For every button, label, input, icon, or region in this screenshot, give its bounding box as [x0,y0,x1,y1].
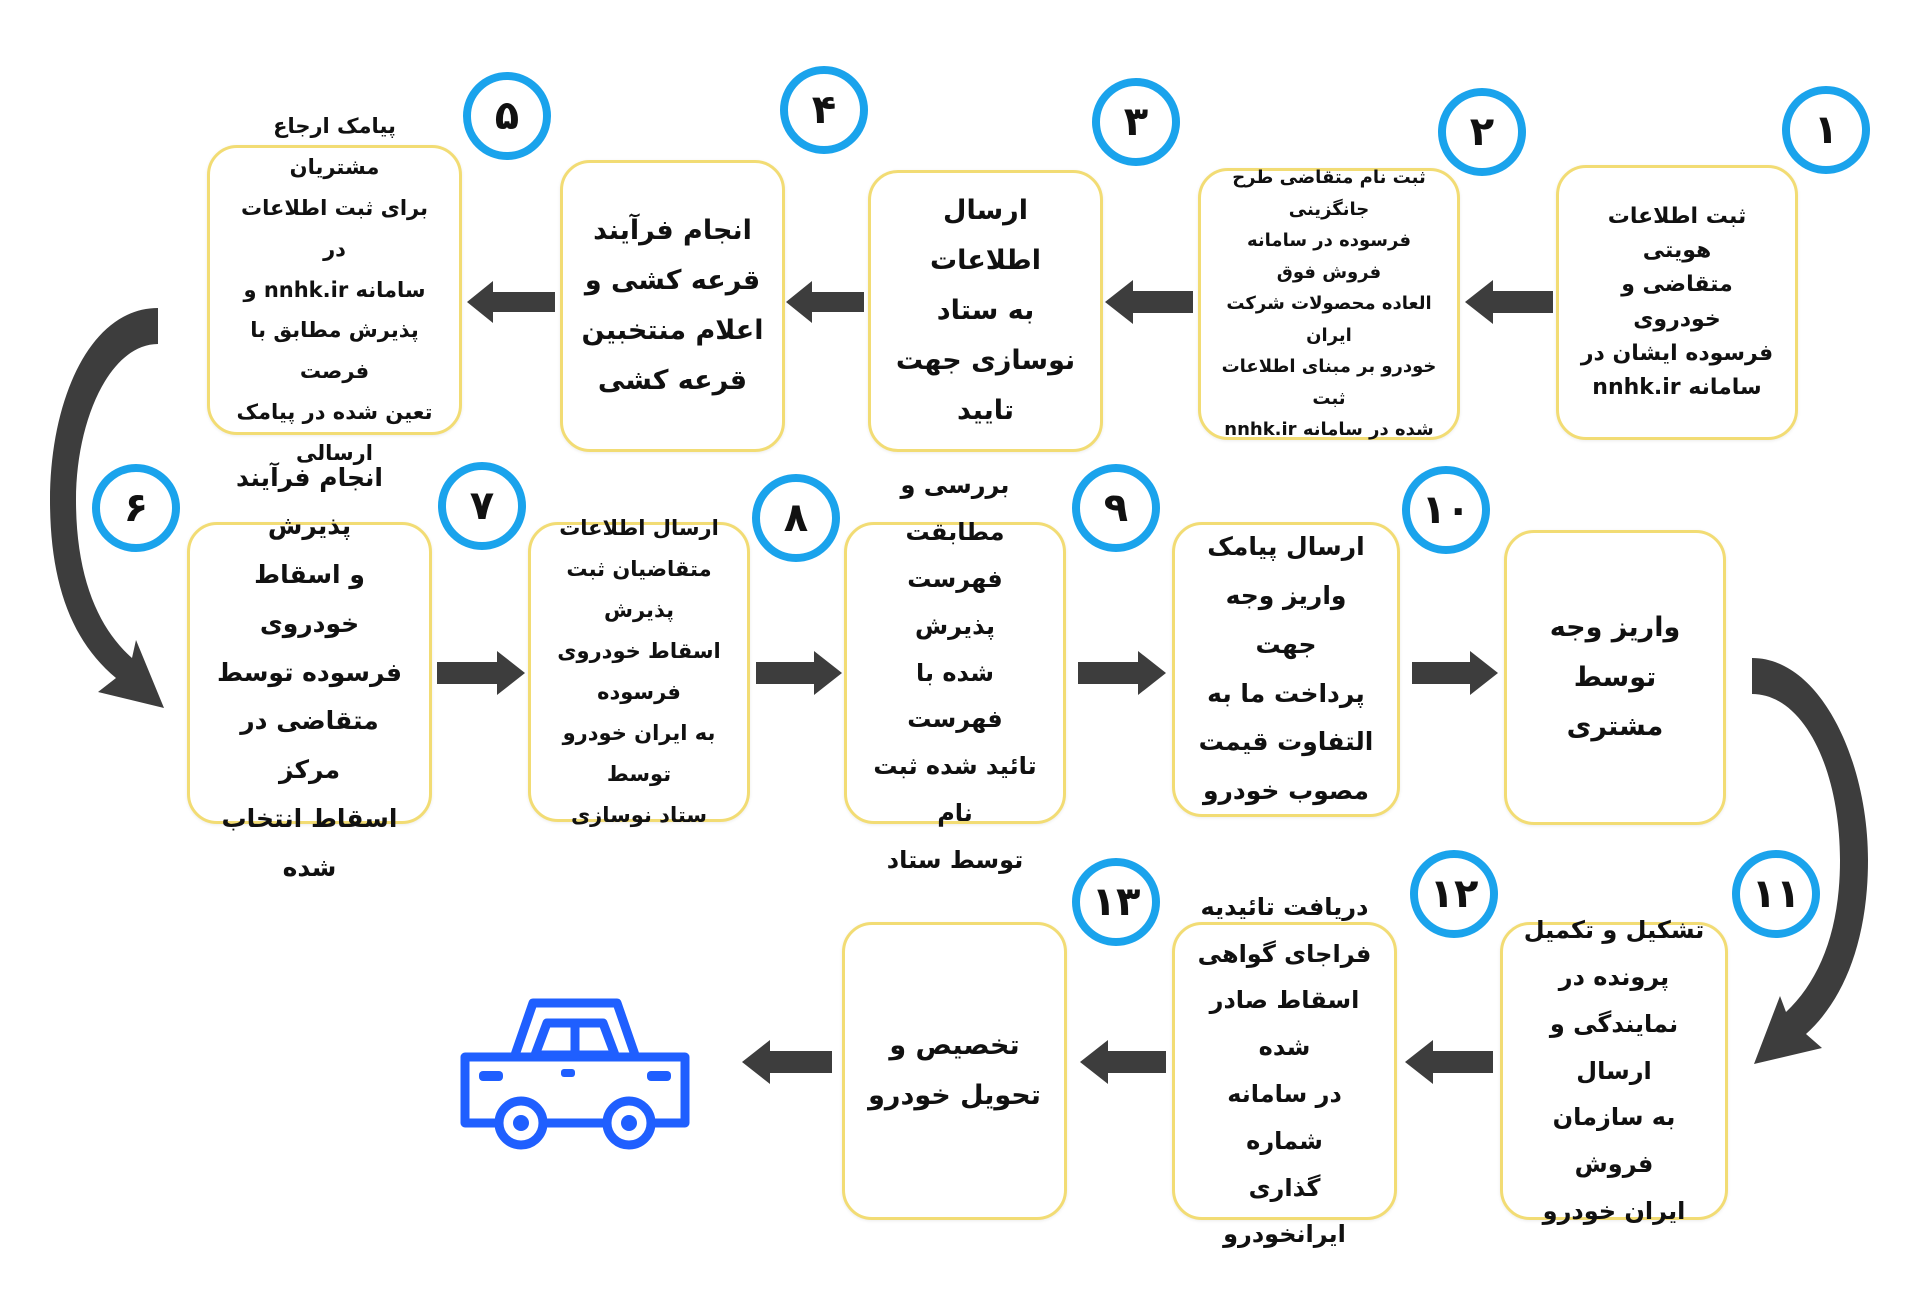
step-number-7: ٧ [438,462,526,550]
arrow-right-7-8 [756,651,842,695]
arrow-left-13-car [742,1040,832,1084]
step-box-12: دریافت تائیدیه فراجای گواهی اسقاط صادر ش… [1172,893,1397,1248]
arrow-left-4-5 [467,281,555,323]
step-number-4: ۴ [780,66,868,154]
step-number-3: ٣ [1092,78,1180,166]
step-number-11: ١١ [1732,850,1820,938]
step-box-9: ارسال پیامک واریز وجه جهت پرداخت ما به ا… [1172,522,1400,817]
step-text-9: ارسال پیامک واریز وجه جهت پرداخت ما به ا… [1198,532,1374,805]
step-box-13: تخصیص و تحویل خودرو [842,922,1067,1220]
step-box-7: ارسال اطلاعات متقاضیان ثبت پذیرش اسقاط خ… [528,516,750,827]
step-number-10: ١٠ [1402,466,1490,554]
step-box-10: واریز وجه توسط مشتری [1504,530,1726,825]
arrow-left-11-12 [1405,1040,1493,1084]
step-text-4: انجام فرآیند قرعه کشی و اعلام منتخبین قر… [581,215,764,396]
step-box-6: انجام فرآیند پذیرش و اسقاط خودروی فرسوده… [187,463,432,882]
step-text-13: تخصیص و تحویل خودرو [868,1030,1041,1111]
curved-arrow-10-11 [1752,658,1868,1064]
arrow-left-1-2 [1465,280,1553,324]
step-number-1: ١ [1782,86,1870,174]
step-number-9: ٩ [1072,464,1160,552]
step-box-5: پیامک ارجاع مشتریان برای ثبت اطلاعات در … [207,114,462,465]
step-number-6: ۶ [92,464,180,552]
step-text-7: ارسال اطلاعات متقاضیان ثبت پذیرش اسقاط خ… [557,516,721,827]
step-box-3: ارسال اطلاعات به ستاد نوسازی جهت تایید [868,170,1103,452]
step-box-2: ثبت نام متقاضی طرح جانگزینی فرسوده در سا… [1198,167,1460,440]
step-number-12: ١٢ [1410,850,1498,938]
step-number-5: ۵ [463,72,551,160]
step-text-5: پیامک ارجاع مشتریان برای ثبت اطلاعات در … [236,113,433,466]
step-box-1: ثبت اطلاعات هویتی متقاضی و خودروی فرسوده… [1556,165,1798,440]
car-icon [460,998,690,1150]
arrow-right-6-7 [437,651,525,695]
step-text-6: انجام فرآیند پذیرش و اسقاط خودروی فرسوده… [217,462,402,882]
arrow-left-3-4 [786,281,864,323]
step-text-12: دریافت تائیدیه فراجای گواهی اسقاط صادر ش… [1197,892,1372,1249]
arrow-left-2-3 [1105,280,1193,324]
step-number-2: ٢ [1438,88,1526,176]
step-text-8: بررسی و مطابقت فهرست پذیرش شده با فهرست … [873,471,1037,874]
arrow-left-12-13 [1080,1040,1166,1084]
curved-arrow-5-6 [50,308,164,708]
step-number-13: ١٣ [1072,858,1160,946]
step-text-10: واریز وجه توسط مشتری [1549,611,1681,743]
step-text-3: ارسال اطلاعات به ستاد نوسازی جهت تایید [895,195,1076,426]
step-number-8: ٨ [752,474,840,562]
step-box-4: انجام فرآیند قرعه کشی و اعلام منتخبین قر… [560,160,785,452]
step-text-2: ثبت نام متقاضی طرح جانگزینی فرسوده در سا… [1221,167,1437,441]
arrow-right-9-10 [1412,651,1498,695]
step-box-11: تشکیل و تکمیل پرونده در نمایندگی و ارسال… [1500,916,1728,1225]
arrow-right-8-9 [1078,651,1166,695]
step-text-1: ثبت اطلاعات هویتی متقاضی و خودروی فرسوده… [1580,204,1774,400]
step-box-8: بررسی و مطابقت فهرست پذیرش شده با فهرست … [844,471,1066,874]
step-text-11: تشکیل و تکمیل پرونده در نمایندگی و ارسال… [1523,916,1705,1225]
